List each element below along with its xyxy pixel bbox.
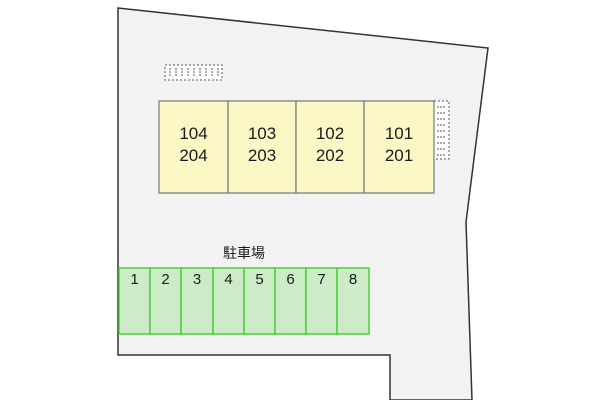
unit-104-204: 104 204 [158,100,229,194]
parking-slot: 1 [118,267,151,335]
unit-103-203: 103 203 [227,100,297,194]
bike-rack-side [433,100,450,160]
unit-upper-label: 101 [385,124,413,143]
parking-slot: 4 [212,267,245,335]
unit-lower-label: 203 [248,146,276,165]
unit-lower-label: 201 [385,146,413,165]
parking-slot: 7 [305,267,338,335]
unit-upper-label: 103 [248,124,276,143]
parking-slot-number: 4 [224,271,232,288]
parking-title: 駐車場 [223,245,265,262]
parking-slot: 5 [243,267,276,335]
unit-102-202: 102 202 [295,100,365,194]
parking-slot-number: 6 [286,271,294,288]
unit-101-201: 101 201 [363,100,435,194]
parking-slot-number: 7 [317,271,325,288]
parking-slot: 6 [274,267,307,335]
unit-upper-label: 104 [179,124,207,143]
bike-rack-top [164,64,223,81]
building: 104 204 103 203 102 202 101 201 [158,100,435,194]
parking-slot-number: 3 [193,271,201,288]
unit-upper-label: 102 [316,124,344,143]
unit-lower-label: 202 [316,146,344,165]
parking-slot-number: 8 [349,271,357,288]
parking-slot: 3 [180,267,214,335]
parking-slot-number: 2 [161,271,169,288]
parking-slot: 2 [149,267,182,335]
parking-slot-number: 1 [130,271,138,288]
parking-slot-number: 5 [255,271,263,288]
parking-area: 1 2 3 4 5 6 7 8 [118,267,370,335]
parking-slot: 8 [336,267,370,335]
unit-lower-label: 204 [179,146,207,165]
